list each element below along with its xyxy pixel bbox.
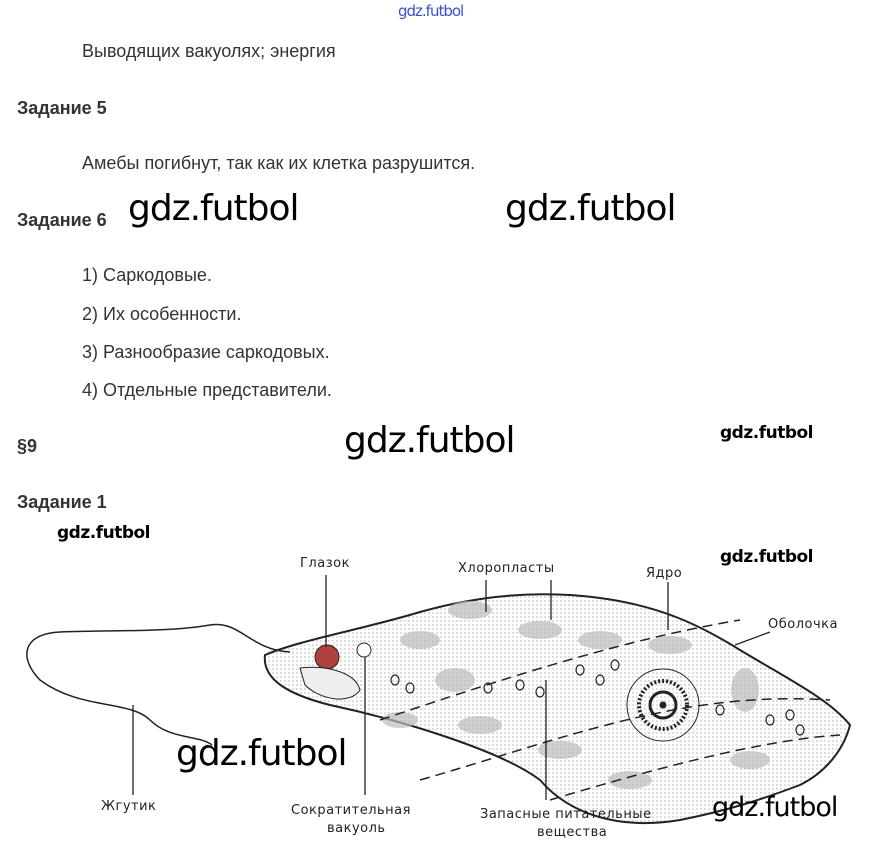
answer-text: Амебы погибнут, так как их клетка разруш…	[82, 153, 476, 173]
task-heading: Задание 6	[17, 210, 107, 230]
section-heading: §9	[17, 436, 38, 456]
watermark: gdz.futbol	[720, 547, 814, 567]
label-reserve: вещества	[537, 825, 607, 840]
watermark: gdz.futbol	[398, 2, 464, 20]
watermark: gdz.futbol	[720, 423, 814, 443]
watermark: gdz.futbol	[128, 188, 300, 229]
label-chloroplasts: Хлоропласты	[458, 561, 555, 576]
label-reserve: Запасные питательные	[480, 807, 652, 822]
watermark: gdz.futbol	[176, 733, 348, 774]
list-item: 3) Разнообразие саркодовых.	[82, 342, 330, 362]
label-flagellum: Жгутик	[101, 799, 156, 814]
list-item: 2) Их особенности.	[82, 304, 242, 324]
list-item: 4) Отдельные представители.	[82, 380, 332, 400]
task-heading: Задание 1	[17, 492, 107, 512]
answer-text: Выводящих вакуолях; энергия	[82, 41, 336, 61]
watermark: gdz.futbol	[712, 792, 838, 823]
watermark: gdz.futbol	[344, 420, 516, 461]
watermark: gdz.futbol	[505, 188, 677, 229]
task-heading: Задание 5	[17, 98, 107, 118]
watermark: gdz.futbol	[57, 523, 151, 543]
label-nucleus: Ядро	[646, 566, 682, 581]
list-item: 1) Саркодовые.	[82, 265, 212, 285]
label-eyespot: Глазок	[300, 556, 350, 571]
label-membrane: Оболочка	[768, 617, 838, 632]
label-vacuole: Сократительная	[291, 803, 411, 818]
label-vacuole: вакуоль	[327, 821, 386, 836]
